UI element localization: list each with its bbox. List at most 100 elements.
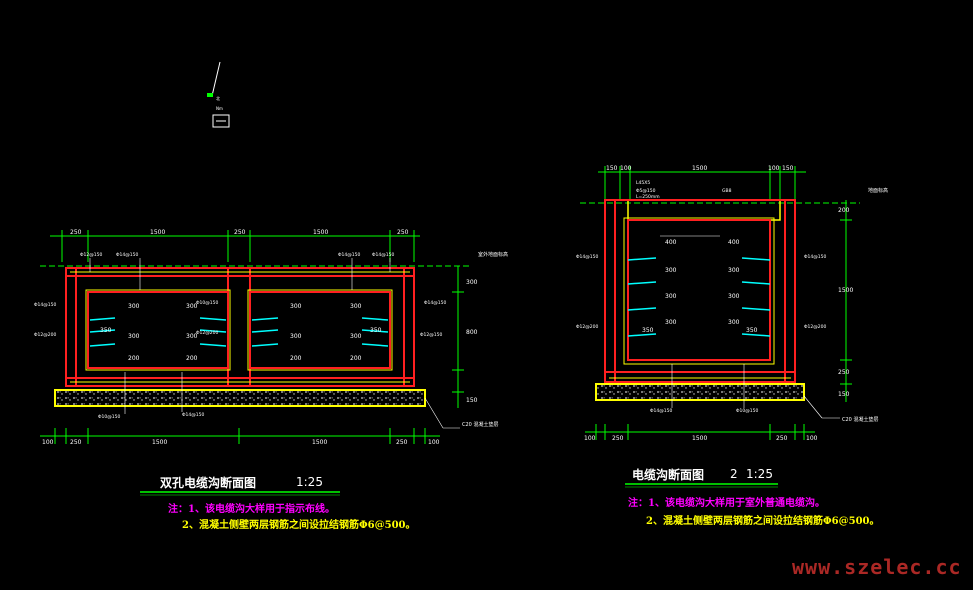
left-inner-dim-12: 200 [350, 355, 362, 362]
right-rebar-label-6: Φ10@150 [736, 408, 758, 414]
left-dim-top-5: 250 [397, 229, 409, 236]
left-dim-top-2: 1500 [150, 229, 165, 236]
right-note-1: 注：1、该电缆沟大样用于室外普通电缆沟。 [628, 498, 825, 509]
left-width-label-2: 350 [370, 327, 382, 334]
right-cable-brackets [627, 257, 771, 337]
left-cable-brackets [89, 317, 389, 347]
left-dim-bottom-3: 1500 [152, 439, 167, 446]
left-dim-bottom-4: 1500 [312, 439, 327, 446]
right-rebar-label-1: Φ14@150 [576, 254, 598, 260]
left-inner-dim-5: 300 [186, 333, 198, 340]
left-inner-dim-3: 200 [128, 355, 140, 362]
right-dim-top-1: 150 [606, 165, 618, 172]
left-rebar-label-9: Φ10@150 [98, 414, 120, 420]
right-rebar [609, 217, 791, 379]
left-rebar [70, 271, 410, 383]
north-sublabel: Nm [216, 106, 223, 111]
right-dim-bottom-4: 250 [776, 435, 788, 442]
right-inner-dim-3: 300 [665, 293, 677, 300]
right-rebar-label-5: Φ14@150 [650, 408, 672, 414]
right-dim-top-2: 100 [620, 165, 632, 172]
left-gravel-bed [54, 389, 426, 407]
left-rebar-label-5: Φ14@150 [372, 252, 394, 258]
left-drawing-title: 双孔电缆沟断面图 [160, 476, 257, 490]
right-cover-plate [627, 199, 781, 221]
left-rebar-label-2: Φ14@150 [116, 252, 138, 258]
right-inner-dim-6: 300 [728, 267, 740, 274]
left-top-dimension-line [50, 230, 420, 262]
right-ground-label: 地面标高 [868, 187, 888, 194]
north-label: 北 [216, 95, 220, 101]
right-dim-top-3: 1500 [692, 165, 707, 172]
left-rebar-label-7: Φ12@200 [196, 330, 218, 336]
left-note-2: 2、混凝土侧壁两层钢筋之间设拉结钢筋Φ6@500。 [182, 520, 416, 531]
right-gravel-bed [595, 383, 805, 401]
left-inner-dim-2: 300 [128, 333, 140, 340]
left-dim-bottom-2: 250 [70, 439, 82, 446]
left-dim-right-3: 150 [466, 397, 478, 404]
right-concrete-walls [604, 199, 796, 383]
right-dim-bottom-5: 100 [806, 435, 818, 442]
left-dim-bottom-1: 100 [42, 439, 54, 446]
right-width-label: 350 [642, 327, 654, 334]
left-inner-dim-6: 200 [186, 355, 198, 362]
north-arrow-icon: 北 Nm [207, 61, 230, 128]
right-drawing-scale: 1:25 [746, 467, 773, 481]
right-dim-right-2: 1500 [838, 287, 853, 294]
left-width-label: 350 [100, 327, 112, 334]
right-inner-dim-1: 400 [665, 239, 677, 246]
right-inner-dim-4: 300 [665, 319, 677, 326]
left-rebar-label-1: Φ12@150 [80, 252, 102, 258]
left-dim-top-1: 250 [70, 229, 82, 236]
left-note-1: 注：1、该电缆沟大样用于指示布线。 [168, 504, 335, 515]
right-dim-top-5: 150 [782, 165, 794, 172]
right-inner-dim-2: 300 [665, 267, 677, 274]
left-inner-dim-1: 300 [128, 303, 140, 310]
right-width-label-2: 350 [746, 327, 758, 334]
left-dim-top-3: 250 [234, 229, 246, 236]
left-rebar-label-3: Φ10@150 [196, 300, 218, 306]
right-drawing-number: 2 [730, 467, 738, 481]
right-cover-label: GB8 [722, 188, 732, 194]
left-inner-dim-7: 300 [290, 303, 302, 310]
right-dim-bottom-3: 1500 [692, 435, 707, 442]
right-inner-dim-5: 400 [728, 239, 740, 246]
left-section-drawing: 250 1500 250 1500 250 室外地面标高 [34, 229, 508, 496]
left-rebar-label-12: Φ14@150 [182, 412, 204, 418]
left-rebar-label-6: Φ12@200 [34, 332, 56, 338]
left-concrete-walls [65, 267, 415, 387]
left-inner-dim-9: 200 [290, 355, 302, 362]
right-dim-bottom-1: 100 [584, 435, 596, 442]
left-inner-dim-8: 300 [290, 333, 302, 340]
left-rebar-label-10: Φ14@150 [34, 302, 56, 308]
left-dim-right-1: 300 [466, 279, 478, 286]
right-dim-bottom-2: 250 [612, 435, 624, 442]
right-rebar-label-2: Φ12@200 [576, 324, 598, 330]
right-inner-dim-7: 300 [728, 293, 740, 300]
left-dim-top-4: 1500 [313, 229, 328, 236]
right-cover-dim-1: Φ5@150 [636, 188, 656, 194]
left-bottom-dimension-line [40, 428, 440, 444]
right-dim-right-3: 250 [838, 369, 850, 376]
right-dim-right-1: 200 [838, 207, 850, 214]
right-dim-right-4: 150 [838, 391, 850, 398]
left-drawing-scale: 1:25 [296, 475, 323, 489]
left-dim-bottom-5: 250 [396, 439, 408, 446]
right-concrete-label: C20 混凝土垫层 [842, 416, 878, 423]
left-rebar-label-4: Φ14@150 [338, 252, 360, 258]
left-rebar-label-11: Φ14@150 [424, 300, 446, 306]
watermark: www.szelec.cc [792, 555, 962, 579]
right-note-2: 2、混凝土侧壁两层钢筋之间设拉结钢筋Φ6@500。 [646, 516, 880, 527]
right-section-drawing: 150 100 1500 100 150 地面标高 L45X5 Φ5@150 L… [576, 165, 888, 488]
left-dim-bottom-6: 100 [428, 439, 440, 446]
right-angle-label: L45X5 [636, 180, 650, 186]
right-dim-top-4: 100 [768, 165, 780, 172]
left-inner-dim-11: 300 [350, 333, 362, 340]
right-drawing-title: 电缆沟断面图 [632, 468, 705, 482]
left-inner-dim-4: 300 [186, 303, 198, 310]
left-rebar-label-8: Φ12@150 [420, 332, 442, 338]
left-dim-right-2: 800 [466, 329, 478, 336]
left-inner-dim-10: 300 [350, 303, 362, 310]
right-cover-dim-2: L=250mm [636, 194, 660, 200]
